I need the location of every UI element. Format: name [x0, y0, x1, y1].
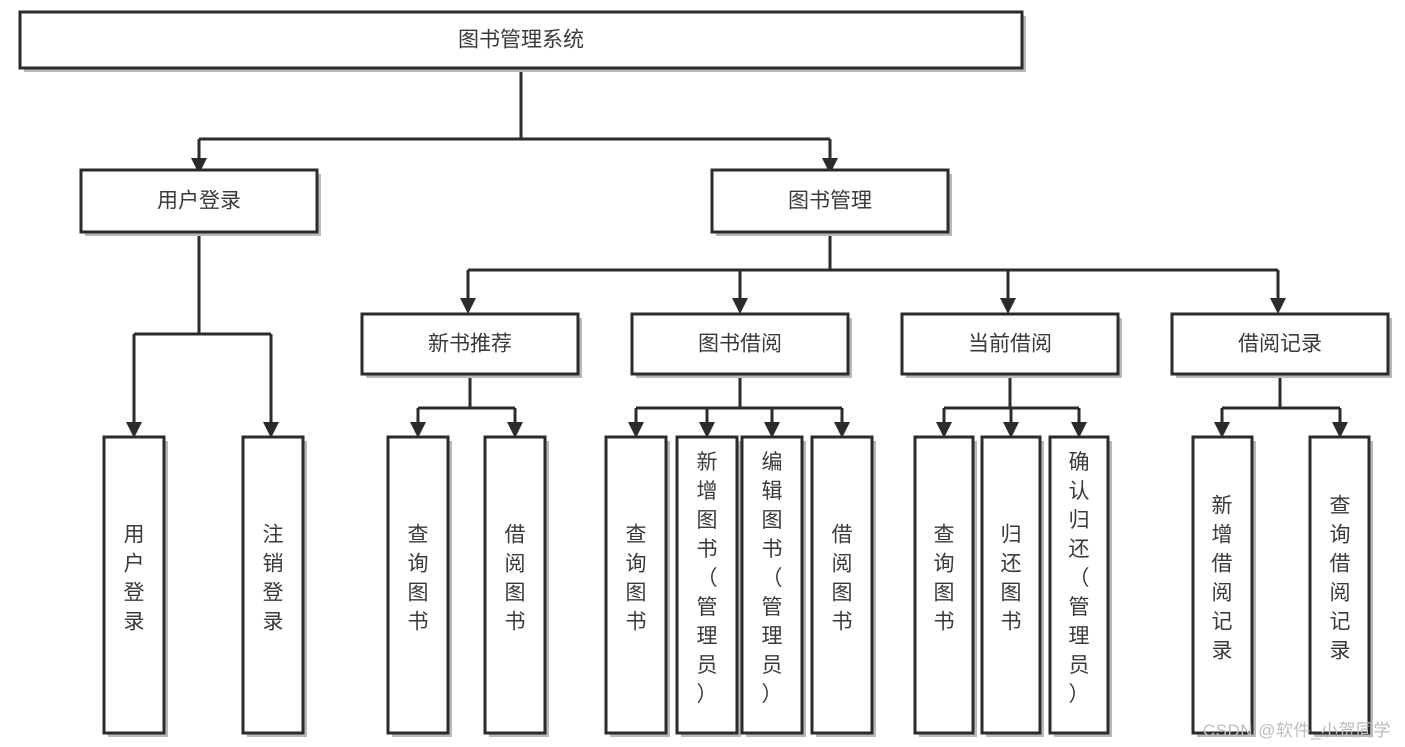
arrow-head-to-leaf-编辑图书 — [764, 422, 780, 438]
node-用户登录-label: 用户登录 — [157, 190, 241, 213]
arrow-head-to-当前借阅 — [1000, 298, 1016, 314]
edge-用户登录-bus — [132, 233, 273, 424]
leaf-新增借阅记录-box — [1191, 435, 1254, 735]
arrow-head-to-leaf-查询图书-2 — [628, 422, 644, 438]
arrow-head-to-leaf-查询借阅记录 — [1332, 422, 1348, 438]
leaf-新增图书-box — [675, 435, 739, 735]
edge-图书管理-bus — [466, 233, 1280, 300]
node-root-box — [18, 10, 1024, 70]
edge-新书推荐-bus — [416, 375, 517, 424]
node-图书借阅-label: 图书借阅 — [698, 333, 782, 356]
leaf-编辑图书-box — [740, 435, 804, 735]
arrow-head-to-leaf-确认归还 — [1071, 422, 1087, 438]
leaf-查询图书-3[interactable]: 查询图书 — [913, 435, 977, 737]
leaf-注销登录-box — [241, 435, 305, 735]
leaf-用户登录[interactable]: 用户登录 — [102, 435, 168, 737]
leaf-用户登录-box — [102, 435, 166, 735]
node-当前借阅-label: 当前借阅 — [968, 333, 1052, 356]
node-图书管理-label: 图书管理 — [788, 190, 872, 213]
node-图书管理[interactable]: 图书管理 — [710, 168, 952, 236]
leaf-查询图书-2-box — [604, 435, 668, 735]
node-借阅记录-box — [1170, 312, 1390, 376]
leaf-确认归还-box — [1048, 435, 1110, 735]
leaf-借阅图书-1-box — [483, 435, 547, 735]
arrow-head-to-leaf-新增借阅记录 — [1214, 422, 1230, 438]
arrow-head-to-图书管理 — [822, 158, 838, 174]
arrow-head-to-leaf-用户登录 — [126, 422, 142, 438]
leaf-确认归还-管理员[interactable]: 确认归还（管理员） — [1048, 435, 1112, 737]
node-借阅记录[interactable]: 借阅记录 — [1170, 312, 1392, 378]
node-当前借阅[interactable]: 当前借阅 — [900, 312, 1122, 378]
node-新书推荐-label: 新书推荐 — [428, 333, 512, 356]
connector-layer — [126, 68, 1348, 438]
leaf-查询图书-3-label: 查询图书 — [934, 524, 955, 634]
watermark-credit: CSDN @软件_小贺同学 — [1202, 721, 1391, 740]
leaf-归还图书-box — [980, 435, 1042, 735]
arrow-head-to-leaf-查询图书-1 — [410, 422, 426, 438]
node-新书推荐[interactable]: 新书推荐 — [360, 312, 582, 378]
leaf-查询借阅记录-box — [1308, 435, 1371, 735]
leaf-新增图书-label: 新增图书（管理员） — [697, 451, 718, 706]
node-用户登录[interactable]: 用户登录 — [79, 168, 321, 236]
leaf-用户登录-label: 用户登录 — [124, 524, 145, 634]
edge-root-bus — [197, 68, 832, 160]
node-图书借阅-box — [630, 312, 850, 376]
node-图书借阅[interactable]: 图书借阅 — [630, 312, 852, 378]
leaf-查询图书-1-box — [386, 435, 450, 735]
arrow-head-to-leaf-借阅图书-2 — [834, 422, 850, 438]
arrow-head-to-leaf-归还图书 — [1003, 422, 1019, 438]
edge-当前借阅-bus — [942, 375, 1081, 424]
node-图书管理-box — [710, 168, 950, 234]
leaf-借阅图书-1[interactable]: 借阅图书 — [483, 435, 549, 737]
leaf-归还图书-label: 归还图书 — [1001, 524, 1022, 634]
arrow-head-to-用户登录 — [191, 158, 207, 174]
node-当前借阅-box — [900, 312, 1120, 376]
leaf-查询借阅记录[interactable]: 查询借阅记录 — [1308, 435, 1373, 737]
leaf-借阅图书-1-label: 借阅图书 — [505, 524, 526, 634]
leaf-查询图书-1[interactable]: 查询图书 — [386, 435, 452, 737]
arrow-head-to-借阅记录 — [1270, 298, 1286, 314]
leaf-确认归还-label: 确认归还（管理员） — [1069, 451, 1090, 706]
arrow-head-to-leaf-借阅图书-1 — [507, 422, 523, 438]
leaf-查询借阅记录-label: 查询借阅记录 — [1330, 495, 1351, 663]
arrow-head-to-leaf-查询图书-3 — [936, 422, 952, 438]
leaf-注销登录-label: 注销登录 — [263, 524, 284, 634]
leaf-查询图书-1-label: 查询图书 — [408, 524, 429, 634]
edge-图书借阅-bus — [634, 375, 844, 424]
leaf-借阅图书-2-label: 借阅图书 — [832, 524, 853, 634]
leaf-查询图书-2-label: 查询图书 — [626, 524, 647, 634]
node-借阅记录-label: 借阅记录 — [1238, 333, 1322, 356]
leaf-查询图书-3-box — [913, 435, 975, 735]
node-新书推荐-box — [360, 312, 580, 376]
leaf-借阅图书-2-box — [810, 435, 874, 735]
leaf-编辑图书-label: 编辑图书（管理员） — [762, 451, 783, 706]
node-root[interactable]: 图书管理系统 — [18, 10, 1026, 72]
leaf-注销登录[interactable]: 注销登录 — [241, 435, 307, 737]
leaf-新增借阅记录[interactable]: 新增借阅记录 — [1191, 435, 1256, 737]
leaf-归还图书[interactable]: 归还图书 — [980, 435, 1044, 737]
arrow-head-to-leaf-注销登录 — [263, 422, 279, 438]
leaf-借阅图书-2[interactable]: 借阅图书 — [810, 435, 876, 737]
leaf-新增借阅记录-label: 新增借阅记录 — [1212, 495, 1233, 663]
arrow-head-to-图书借阅 — [732, 298, 748, 314]
node-root-label: 图书管理系统 — [458, 29, 584, 52]
leaf-新增图书-管理员[interactable]: 新增图书（管理员） — [675, 435, 741, 737]
arrow-head-to-leaf-新增图书 — [699, 422, 715, 438]
arrow-head-to-新书推荐 — [460, 298, 476, 314]
node-用户登录-box — [79, 168, 319, 234]
leaf-编辑图书-管理员[interactable]: 编辑图书（管理员） — [740, 435, 806, 737]
leaf-查询图书-2[interactable]: 查询图书 — [604, 435, 670, 737]
edge-借阅记录-bus — [1220, 375, 1342, 424]
